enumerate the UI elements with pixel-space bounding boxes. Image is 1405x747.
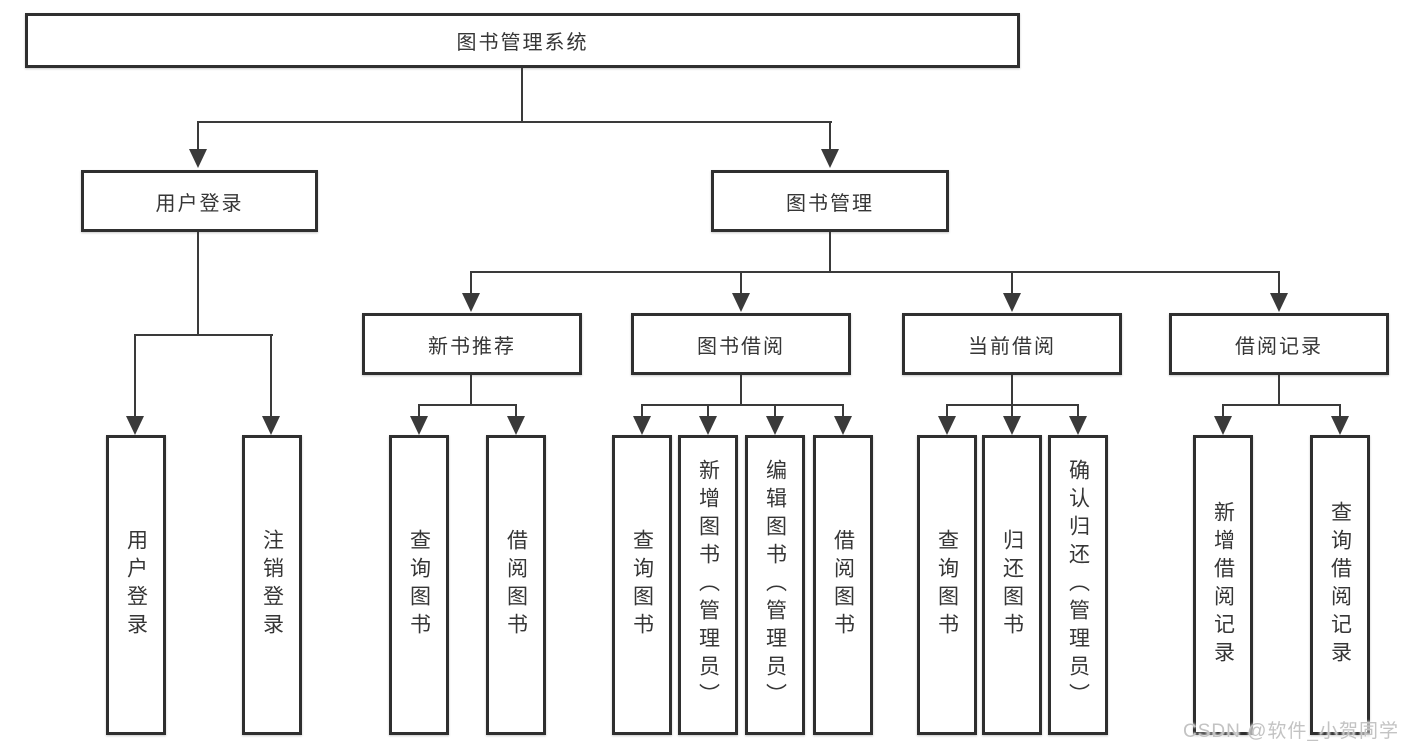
connector-shaft (1077, 404, 1079, 417)
connector-stem (470, 375, 472, 406)
connector-rail (947, 404, 1079, 406)
node-label: 当前借阅 (968, 335, 1056, 358)
arrowhead-down-icon (262, 416, 280, 435)
arrowhead-down-icon (1003, 293, 1021, 312)
leaf-query-borrow-record: 查询借阅记录 (1310, 435, 1370, 735)
connector-shaft (946, 404, 948, 417)
leaf-label: 用户登录 (124, 529, 148, 641)
leaf-label: 借阅图书 (504, 529, 528, 641)
connector-stem (1278, 375, 1280, 406)
arrowhead-down-icon (938, 416, 956, 435)
arrowhead-down-icon (1331, 416, 1349, 435)
connector-shaft (270, 334, 272, 416)
connector-shaft-book-management (829, 121, 831, 151)
node-current-borrowing: 当前借阅 (902, 313, 1122, 375)
csdn-watermark: CSDN @软件_小贺同学 (1183, 721, 1399, 742)
connector-level2-rail (471, 271, 1280, 273)
leaf-return-books: 归还图书 (982, 435, 1042, 735)
arrowhead-down-icon (507, 416, 525, 435)
connector-shaft-user-login (197, 121, 199, 151)
node-label: 图书管理 (786, 192, 874, 215)
node-label: 用户登录 (155, 192, 244, 215)
arrowhead-down-icon (1214, 416, 1232, 435)
node-user-login: 用户登录 (81, 170, 318, 232)
leaf-label: 确认归还（管理员） (1066, 459, 1090, 711)
arrowhead-down-icon (699, 416, 717, 435)
connector-shaft (740, 271, 742, 294)
arrowhead-down-icon (126, 416, 144, 435)
connector-user-login-stem (197, 232, 199, 336)
leaf-confirm-return-admin: 确认归还（管理员） (1048, 435, 1108, 735)
leaf-borrow-books-recommend: 借阅图书 (486, 435, 546, 735)
node-borrowing-records: 借阅记录 (1169, 313, 1389, 375)
arrowhead-down-icon (766, 416, 784, 435)
connector-stem (740, 375, 742, 406)
node-label: 借阅记录 (1235, 335, 1323, 358)
connector-shaft (470, 271, 472, 294)
arrowhead-down-icon (732, 293, 750, 312)
leaf-edit-book-admin: 编辑图书（管理员） (745, 435, 805, 735)
connector-shaft (842, 404, 844, 417)
arrowhead-down-icon (462, 293, 480, 312)
leaf-label: 查询图书 (630, 529, 654, 641)
connector-shaft (1339, 404, 1341, 417)
connector-shaft (134, 334, 136, 416)
connector-rail (419, 404, 517, 406)
connector-level1-rail (198, 121, 832, 123)
connector-shaft (707, 404, 709, 417)
node-book-borrowing: 图书借阅 (631, 313, 851, 375)
connector-shaft (515, 404, 517, 417)
connector-shaft (641, 404, 643, 417)
node-library-management-system: 图书管理系统 (25, 13, 1020, 68)
node-label: 图书管理系统 (456, 32, 589, 54)
leaf-logout: 注销登录 (242, 435, 302, 735)
leaf-label: 新增借阅记录 (1211, 501, 1235, 669)
arrowhead-down-icon (633, 416, 651, 435)
leaf-query-books-recommend: 查询图书 (389, 435, 449, 735)
connector-shaft (1011, 271, 1013, 294)
leaf-label: 借阅图书 (831, 529, 855, 641)
leaf-label: 查询图书 (935, 529, 959, 641)
connector-shaft (1011, 404, 1013, 417)
connector-rail (642, 404, 844, 406)
leaf-query-books-current: 查询图书 (917, 435, 977, 735)
connector-rail (1223, 404, 1341, 406)
arrowhead-down-icon (1003, 416, 1021, 435)
leaf-label: 新增图书（管理员） (696, 459, 720, 711)
arrowhead-down-icon (410, 416, 428, 435)
leaf-label: 查询图书 (407, 529, 431, 641)
connector-shaft (1278, 271, 1280, 294)
arrowhead-down-icon (189, 149, 207, 168)
connector-stem (1011, 375, 1013, 406)
connector-shaft (774, 404, 776, 417)
leaf-label: 编辑图书（管理员） (763, 459, 787, 711)
connector-shaft (418, 404, 420, 417)
node-new-book-recommendation: 新书推荐 (362, 313, 582, 375)
node-label: 新书推荐 (428, 335, 516, 358)
arrowhead-down-icon (1069, 416, 1087, 435)
connector-user-login-rail (135, 334, 273, 336)
leaf-label: 注销登录 (260, 529, 284, 641)
arrowhead-down-icon (834, 416, 852, 435)
node-label: 图书借阅 (697, 335, 785, 358)
arrowhead-down-icon (821, 149, 839, 168)
node-book-management: 图书管理 (711, 170, 949, 232)
leaf-borrow-books: 借阅图书 (813, 435, 873, 735)
leaf-query-books-borrow: 查询图书 (612, 435, 672, 735)
arrowhead-down-icon (1270, 293, 1288, 312)
connector-book-management-stem (829, 232, 831, 273)
leaf-label: 归还图书 (1000, 529, 1024, 641)
leaf-add-book-admin: 新增图书（管理员） (678, 435, 738, 735)
leaf-label: 查询借阅记录 (1328, 501, 1352, 669)
connector-root-stem (521, 68, 523, 123)
connector-shaft (1222, 404, 1224, 417)
leaf-user-login: 用户登录 (106, 435, 166, 735)
leaf-add-borrow-record: 新增借阅记录 (1193, 435, 1253, 735)
